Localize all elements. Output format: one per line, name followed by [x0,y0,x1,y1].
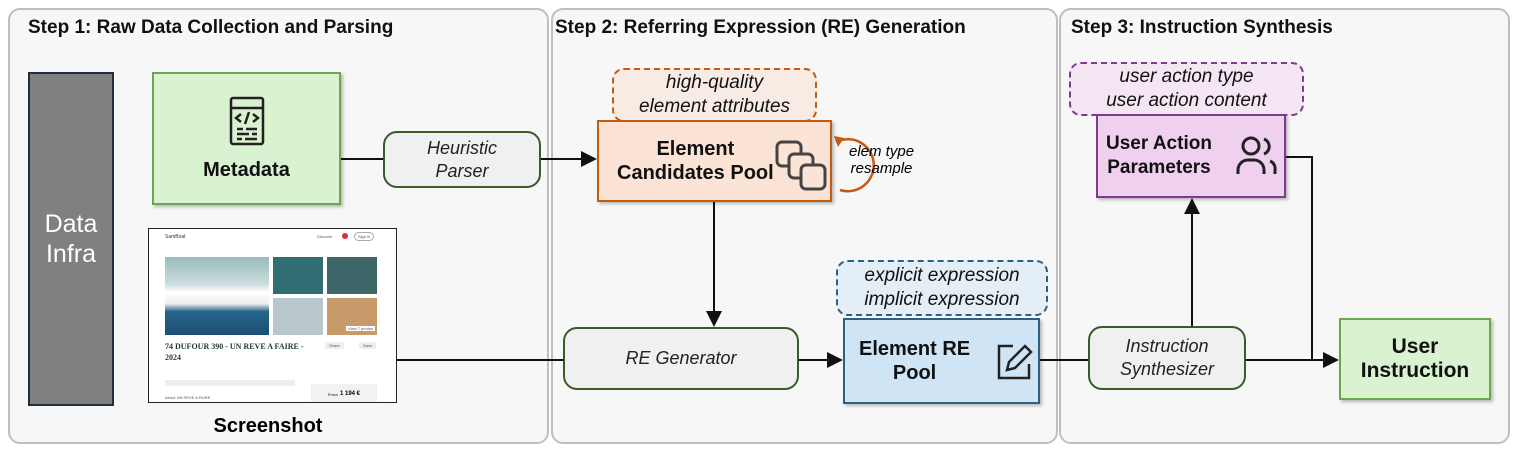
resample-line1: elem type [849,143,915,160]
metadata-box: Metadata [152,72,341,205]
stacked-squares-icon [775,140,827,191]
attributes-line1: high-quality [665,72,764,93]
re-pool-line1: Element RE [859,338,971,360]
re-generator-label: RE Generator [625,348,737,368]
thumb-chips [165,380,295,386]
parser-line1: Heuristic [426,137,497,158]
thumb-photos: View 7 photos [346,326,376,331]
thumb-nav: Discover [317,234,333,239]
step1-title: Step 1: Raw Data Collection and Parsing [28,17,394,38]
instruction-line2: Instruction [1360,359,1470,382]
thumb-share: Share [325,342,344,349]
thumb-save: Save [359,342,377,349]
screenshot-thumbnail: SamBoat Discover Sign in View 7 photos 7… [148,228,397,403]
thumb-price-prefix: From [327,391,338,397]
re-pool-line2: Pool [892,362,937,384]
users-icon [1236,136,1277,174]
attributes-note: high-quality element attributes [612,68,817,122]
attributes-line2: element attributes [638,96,791,117]
expression-line1: explicit expression [864,265,1020,286]
flag-icon [342,233,348,239]
synth-line1: Instruction [1125,336,1209,356]
boat-photo [165,257,269,335]
thumb-about: About UN REVE A FAIRE [165,395,211,400]
expression-note: explicit expression implicit expression [836,260,1048,316]
action-line2: user action content [1106,90,1267,111]
data-infra-line2: Infra [45,240,97,268]
photo [273,257,323,294]
expression-line2: implicit expression [864,289,1020,310]
parser-line2: Parser [435,160,489,181]
screenshot-label: Screenshot [213,415,323,437]
code-file-icon [229,96,264,145]
data-infra-line1: Data [44,210,98,238]
resample-loop-arrow [835,137,875,193]
action-line1: user action type [1119,66,1254,87]
params-line2: Parameters [1107,157,1211,178]
step2-title: Step 2: Referring Expression (RE) Genera… [555,17,966,38]
photo [327,257,377,294]
metadata-label: Metadata [203,158,290,181]
thumb-price: 1 194 € [339,391,361,397]
pool-line2: Candidates Pool [617,162,774,184]
params-line1: User Action [1106,133,1212,154]
data-infra-block: Data Infra [28,72,114,406]
resample-line2: resample [850,160,913,177]
instruction-line1: User [1391,335,1439,358]
step3-title: Step 3: Instruction Synthesis [1071,17,1333,38]
photo [273,298,323,335]
pool-line1: Element [656,138,735,160]
action-note: user action type user action content [1069,62,1304,116]
thumb-site: SamBoat [165,234,186,240]
re-generator: RE Generator [563,327,799,390]
thumb-title: 74 DUFOUR 390 - UN REVE A FAIRE - 2024 [165,342,304,362]
thumb-signin: Sign in [354,232,375,241]
arrow-params-instruction [1286,156,1313,360]
synth-line2: Synthesizer [1119,359,1215,379]
edit-icon [997,344,1033,380]
